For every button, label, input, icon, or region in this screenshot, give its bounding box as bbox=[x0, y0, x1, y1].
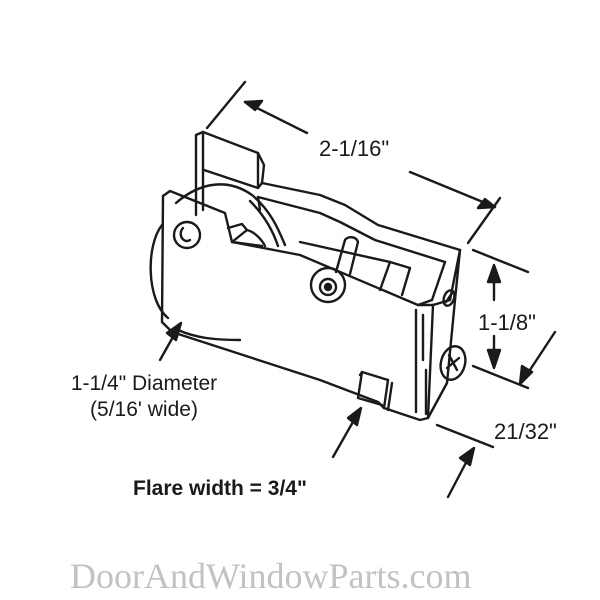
side-screw-small bbox=[442, 289, 456, 307]
frame-rim bbox=[256, 181, 462, 307]
wheel-diameter-text: 1-1/4" Diameter bbox=[70, 372, 218, 395]
wheel-width-text: (5/16' wide) bbox=[90, 398, 198, 421]
inner-wheel-notch bbox=[226, 199, 280, 248]
top-tab bbox=[194, 130, 266, 217]
length-dimension bbox=[205, 80, 502, 245]
flare-leader bbox=[331, 406, 363, 459]
wheel-diameter-label: 1-1/4" Diameter (5/16' wide) bbox=[44, 371, 244, 423]
watermark: DoorAndWindowParts.com bbox=[70, 556, 472, 596]
height-dimension bbox=[471, 248, 557, 390]
width-dimension bbox=[435, 423, 495, 499]
width-label: 21/32" bbox=[494, 419, 557, 444]
height-label: 1-1/8" bbox=[478, 310, 536, 335]
flare-width-label: Flare width = 3/4" bbox=[133, 477, 307, 500]
diameter-leader bbox=[158, 321, 183, 362]
axle-rivet bbox=[309, 266, 347, 304]
side-screw-phillips bbox=[439, 345, 467, 381]
left-rivet bbox=[172, 220, 202, 250]
axle-pin bbox=[334, 236, 360, 276]
length-label: 2-1/16" bbox=[319, 136, 390, 161]
wheel bbox=[149, 183, 287, 342]
bottom-tab bbox=[356, 370, 394, 412]
